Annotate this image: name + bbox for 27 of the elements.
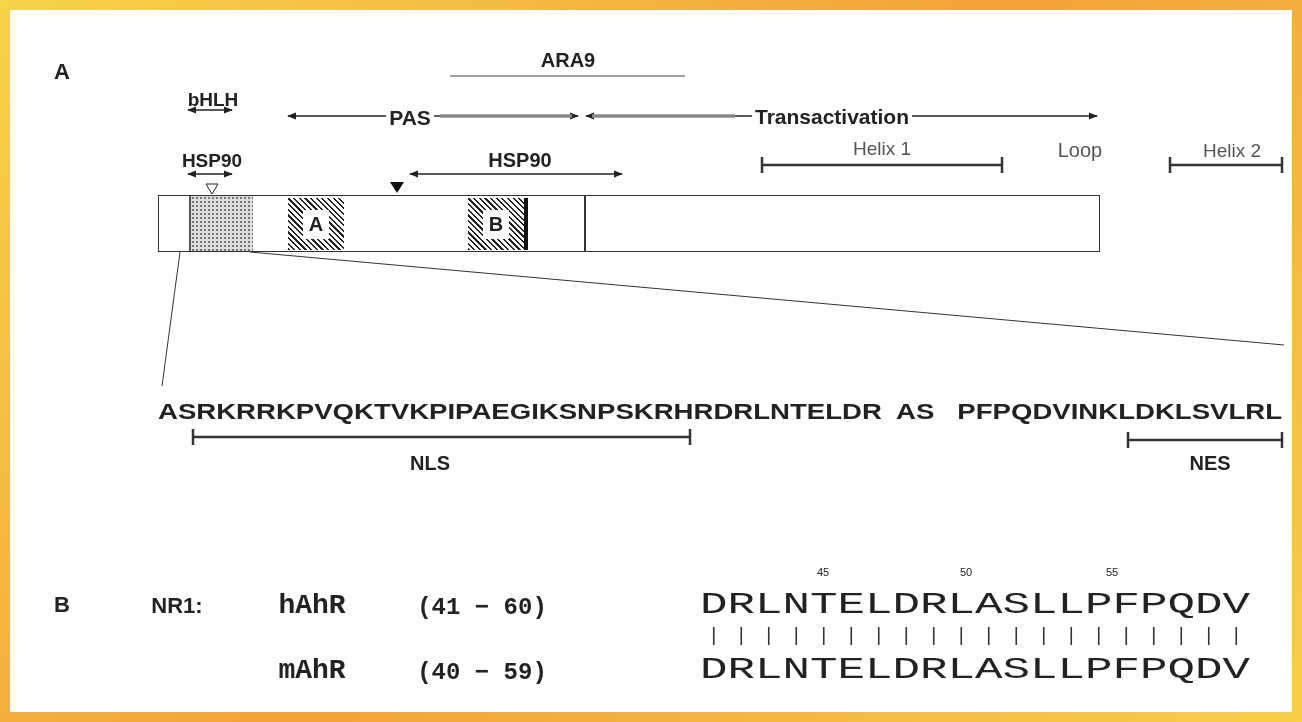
domain-label: A [302, 209, 330, 239]
region-name: Helix 2 [1202, 140, 1262, 160]
panel-letter: B [54, 594, 70, 616]
residue-number: 55 [1105, 566, 1119, 578]
residue-range: (40 − 59) [417, 661, 547, 685]
row-label: NR1: [151, 595, 203, 617]
domain-label: B [482, 209, 510, 239]
aligned-sequence: DRLNTELDRLASLLPFPQDV [700, 655, 1250, 685]
residue-range: (41 − 60) [417, 596, 547, 620]
domain-name: bHLH [187, 89, 239, 109]
panel-letter: A [54, 61, 70, 83]
domain-name: HSP90 [181, 150, 243, 170]
protein-bar [158, 195, 1100, 252]
amino-acid-sequence: ASRKRRKPVQKTVKPIPAEGIKSNPSKRHRDRLNTELDR AS PFPQDVINKLDKLSVLRL [158, 401, 1282, 423]
region-name: Loop [1057, 140, 1103, 160]
residue-number: 45 [816, 566, 830, 578]
domain-box [288, 198, 344, 250]
domain-box [468, 198, 528, 250]
region-name: NLS [410, 453, 450, 473]
protein-name: hAhR [278, 592, 346, 620]
domain-name: HSP90 [488, 150, 552, 170]
residue-number: 50 [959, 566, 973, 578]
protein-name: mAhR [278, 657, 346, 685]
domain-name: ARA9 [540, 50, 596, 70]
region-name: NES [1189, 453, 1231, 473]
region-name: Helix 1 [852, 138, 912, 158]
aligned-sequence: DRLNTELDRLASLLPFPQDV [700, 590, 1250, 620]
